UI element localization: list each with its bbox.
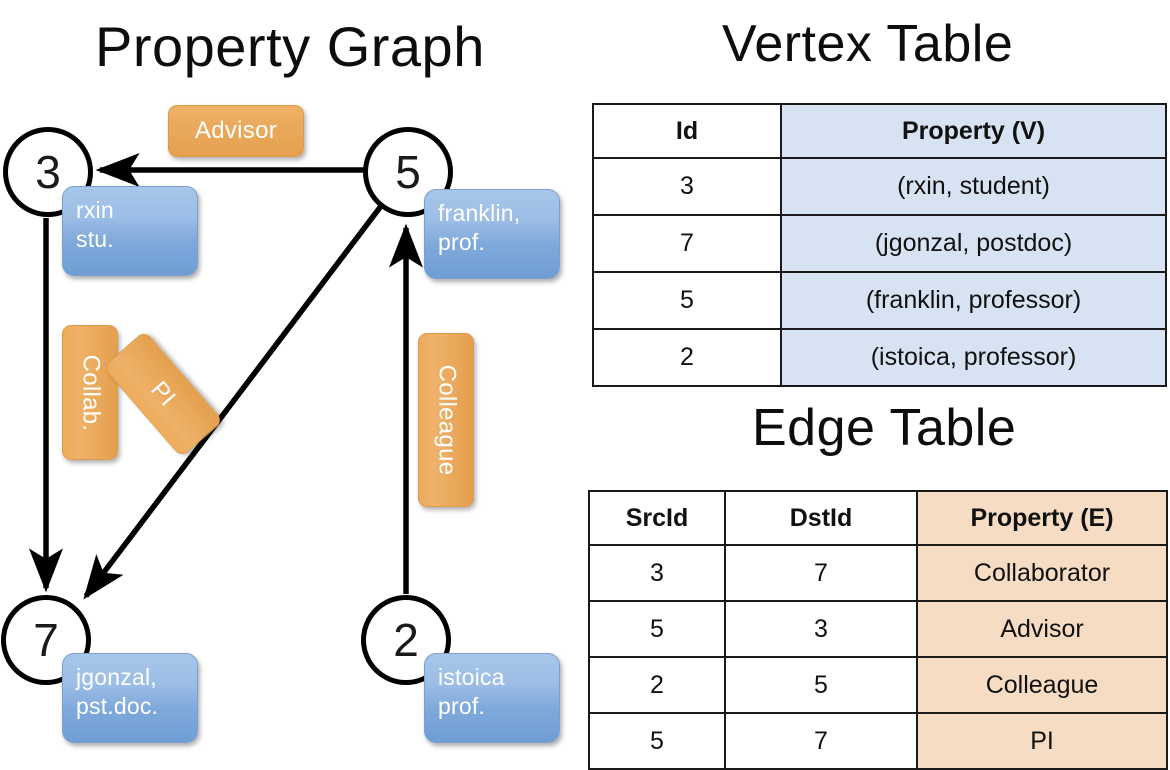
table-row[interactable]: 2 (istoica, professor) [592,328,1167,387]
table-row[interactable]: 5 7 PI [588,712,1168,770]
edge-cell-srcid: 5 [588,600,726,658]
table-row[interactable]: 3 (rxin, student) [592,157,1167,216]
edge-label-colleague: Colleague [418,333,474,507]
edge-cell-property: Collaborator [916,544,1168,602]
edge-col-header-srcid: SrcId [588,490,726,546]
property-line-2: prof. [438,229,486,256]
edge-cell-dstid: 7 [724,544,918,602]
property-graph-panel: Property Graph 3 5 7 2 rxin stu. [0,0,585,760]
table-row[interactable]: 7 (jgonzal, postdoc) [592,214,1167,273]
table-header-row: Id Property (V) [592,103,1167,159]
property-line-1: franklin, [438,200,521,226]
vertex-cell-id: 5 [592,271,782,330]
edge-label-colleague-text: Colleague [433,364,461,476]
edge-col-header-property: Property (E) [916,490,1168,546]
graph-node-2[interactable]: 2 [361,595,451,685]
property-line-1: istoica [438,664,505,690]
graph-edges [28,152,424,600]
property-line-2: prof. [438,693,486,720]
vertex-cell-id: 2 [592,328,782,387]
vertex-cell-property: (jgonzal, postdoc) [780,214,1167,273]
edge-cell-property: Advisor [916,600,1168,658]
edge-cell-dstid: 5 [724,656,918,714]
table-row[interactable]: 3 7 Collaborator [588,544,1168,602]
vertex-col-header-id: Id [592,103,782,159]
edge-label-collab-text: Collab. [77,354,104,431]
edge-5-to-7 [83,204,384,600]
edge-cell-srcid: 3 [588,544,726,602]
node-property-box-franklin: franklin, prof. [424,189,560,279]
property-line-1: jgonzal, [76,664,157,690]
edge-label-advisor: Advisor [168,105,304,157]
edge-label-collab: Collab. [62,325,118,460]
vertex-cell-property: (franklin, professor) [780,271,1167,330]
vertex-cell-property: (rxin, student) [780,157,1167,216]
table-row[interactable]: 5 3 Advisor [588,600,1168,658]
table-header-row: SrcId DstId Property (E) [588,490,1168,546]
edge-label-pi-text: PI [145,376,182,412]
node-property-box-jgonzal: jgonzal, pst.doc. [62,653,198,743]
graph-node-5[interactable]: 5 [363,127,453,217]
edge-table: SrcId DstId Property (E) 3 7 Collaborato… [588,490,1168,770]
property-line-2: stu. [76,226,114,253]
property-line-2: pst.doc. [76,693,159,720]
table-row[interactable]: 5 (franklin, professor) [592,271,1167,330]
vertex-cell-property: (istoica, professor) [780,328,1167,387]
page-title-property-graph: Property Graph [95,15,485,78]
edge-cell-srcid: 5 [588,712,726,770]
node-property-box-istoica: istoica prof. [424,653,560,743]
vertex-table-wrap: Id Property (V) 3 (rxin, student) 7 (jgo… [592,103,1167,387]
property-line-1: rxin [76,197,114,223]
page-title-vertex-table: Vertex Table [722,15,1014,73]
edge-cell-srcid: 2 [588,656,726,714]
edge-cell-dstid: 3 [724,600,918,658]
node-property-box-rxin: rxin stu. [62,186,198,276]
vertex-cell-id: 3 [592,157,782,216]
edge-cell-property: Colleague [916,656,1168,714]
edge-cell-property: PI [916,712,1168,770]
table-row[interactable]: 2 5 Colleague [588,656,1168,714]
edge-table-wrap: SrcId DstId Property (E) 3 7 Collaborato… [588,490,1168,770]
page-title-edge-table: Edge Table [752,399,1017,457]
vertex-table: Id Property (V) 3 (rxin, student) 7 (jgo… [592,103,1167,387]
vertex-cell-id: 7 [592,214,782,273]
edge-col-header-dstid: DstId [724,490,918,546]
vertex-col-header-property: Property (V) [780,103,1167,159]
edge-cell-dstid: 7 [724,712,918,770]
